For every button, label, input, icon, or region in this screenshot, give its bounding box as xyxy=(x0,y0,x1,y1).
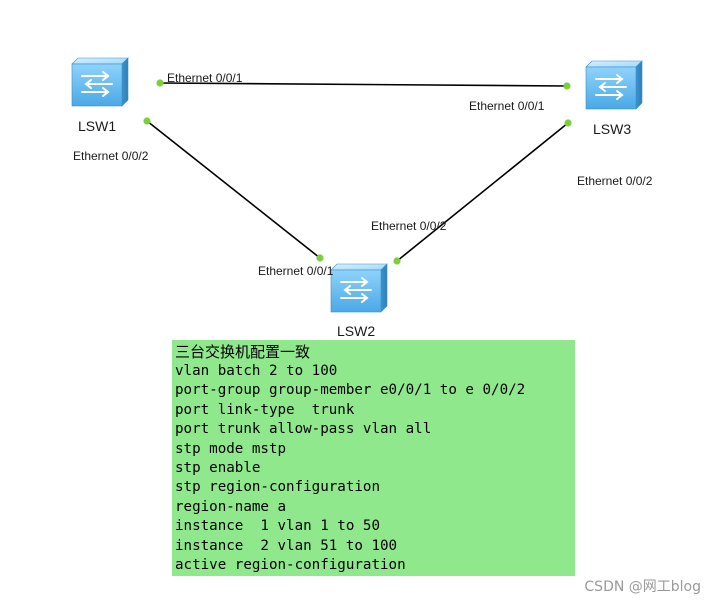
port-label-lsw3-e002: Ethernet 0/0/2 xyxy=(577,174,653,188)
port-dot-lsw2-e001 xyxy=(316,254,324,262)
lsw2-label: LSW2 xyxy=(337,323,376,339)
config-line: active region-configuration xyxy=(175,557,406,574)
config-line: instance 2 vlan 51 to 100 xyxy=(175,537,398,554)
config-line: stp enable xyxy=(175,460,261,477)
lsw1-switch-icon[interactable] xyxy=(71,57,129,107)
config-line: stp region-configuration xyxy=(175,479,380,496)
config-line: stp mode mstp xyxy=(175,440,287,457)
port-dot-lsw1-e002 xyxy=(143,117,151,125)
config-title: 三台交换机配置一致 xyxy=(175,343,311,361)
config-lines: vlan batch 2 to 100 port-group group-mem… xyxy=(175,362,525,575)
lsw1-label: LSW1 xyxy=(78,118,117,134)
port-dot-lsw3-e001 xyxy=(563,82,571,90)
config-line: port-group group-member e0/0/1 to e 0/0/… xyxy=(175,382,526,399)
config-line: port link-type trunk xyxy=(175,401,355,418)
port-dot-lsw2-e002 xyxy=(393,257,401,265)
port-dot-lsw1-e001 xyxy=(156,79,164,87)
watermark: CSDN @网工blog xyxy=(584,579,701,595)
port-label-lsw2-e001: Ethernet 0/0/1 xyxy=(258,264,334,278)
config-note: 三台交换机配置一致 vlan batch 2 to 100 port-group… xyxy=(172,340,575,576)
port-label-lsw1-e002: Ethernet 0/0/2 xyxy=(73,149,149,163)
port-label-lsw2-e002: Ethernet 0/0/2 xyxy=(371,219,447,233)
config-line: region-name a xyxy=(175,498,287,515)
lsw3-switch-icon[interactable] xyxy=(585,60,643,110)
link-lsw3-lsw2 xyxy=(396,122,569,262)
port-label-lsw1-e001: Ethernet 0/0/1 xyxy=(167,71,243,85)
lsw3-label: LSW3 xyxy=(593,121,632,137)
port-dot-lsw3-e002 xyxy=(564,119,572,127)
config-line: vlan batch 2 to 100 xyxy=(175,363,338,379)
port-label-lsw3-e001: Ethernet 0/0/1 xyxy=(469,99,545,113)
config-line: instance 1 vlan 1 to 50 xyxy=(175,518,380,535)
link-lsw1-lsw2 xyxy=(146,120,321,259)
lsw2-switch-icon[interactable] xyxy=(330,263,388,313)
link-lsw1-lsw3 xyxy=(159,82,568,87)
config-line: port trunk allow-pass vlan all xyxy=(175,421,432,438)
